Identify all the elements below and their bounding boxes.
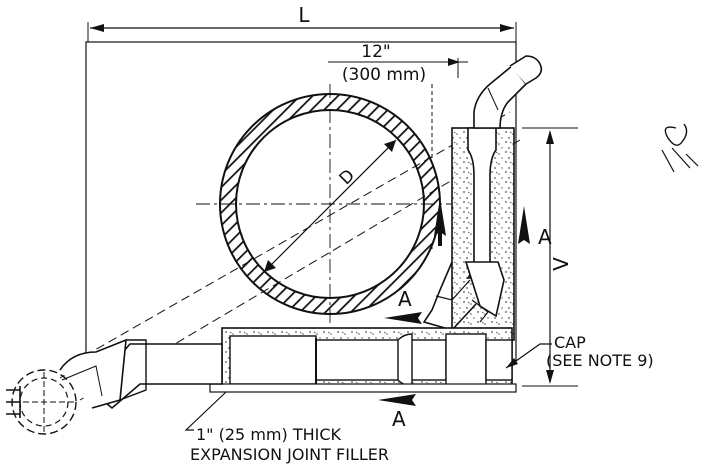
vertical-riser [422,55,543,341]
margin-scribble [661,123,699,173]
cap-callout: CAP (SEE NOTE 9) [505,333,654,370]
cap-note-label: (SEE NOTE 9) [546,351,654,370]
filler-callout: 1" (25 mm) THICK EXPANSION JOINT FILLER [184,391,389,464]
main-pipe-section: D [196,84,464,324]
section-arrow-icon: A [378,394,416,431]
section-label-lower: A [392,407,406,431]
filler-label-line1: 1" (25 mm) THICK [196,425,342,444]
height-dimension: V [522,127,578,387]
filler-label-line2: EXPANSION JOINT FILLER [190,445,389,464]
cap-label: CAP [554,333,586,352]
inclined-pipe [6,338,223,435]
length-dimension: L [87,3,517,42]
offset-label-in: 12" [361,42,390,62]
offset-label-mm: (300 mm) [342,65,426,85]
offset-dimension: 12" (300 mm) [328,42,468,250]
length-label: L [298,3,310,27]
height-label: V [549,257,573,271]
section-label-middle: A [398,287,412,311]
base-pipe [209,327,517,393]
section-arrow-icon [434,198,446,246]
section-arrow-icon: A [518,206,552,249]
section-label-upper-right: A [538,225,552,249]
section-arrow-icon: A [384,287,422,324]
section-arrows: A A A [378,198,552,431]
